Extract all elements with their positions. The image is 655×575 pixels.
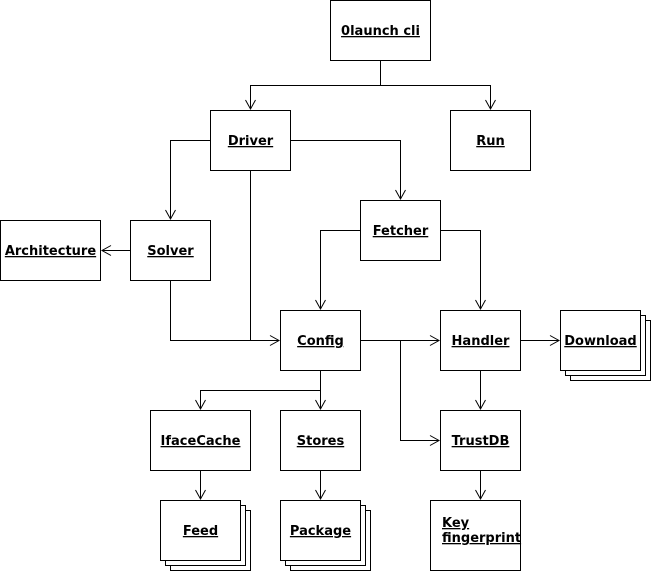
- edge-fetcher-config: [315, 230, 360, 311]
- edge-driver-fetcher: [290, 140, 406, 201]
- node-fetcher-box: [360, 200, 441, 261]
- edge-driver-solver: [165, 140, 210, 221]
- node-trustdb-label: TrustDB: [452, 434, 510, 449]
- node-launch-box: [330, 0, 431, 61]
- node-run-label: Run: [476, 134, 505, 149]
- connectors: [100, 60, 561, 501]
- node-package-label: Package: [290, 524, 351, 539]
- edge-solver-config: [170, 280, 281, 346]
- node-fetcher-label: Fetcher: [373, 224, 429, 239]
- node-handler-box: [440, 310, 521, 371]
- node-trustdb-box: [440, 410, 521, 471]
- node-config-box: [280, 310, 361, 371]
- edge-config-trustdb: [400, 340, 441, 446]
- edge-launch-run: [380, 85, 496, 111]
- node-solver-label: Solver: [147, 244, 194, 259]
- node-key-label-line1: Key: [442, 516, 470, 531]
- node-key-label-line2: fingerprint: [442, 531, 521, 546]
- node-architecture-label: Architecture: [5, 244, 97, 259]
- node-driver-label: Driver: [228, 134, 274, 149]
- node-stores-box: [280, 410, 361, 471]
- node-handler-label: Handler: [452, 334, 510, 349]
- node-package-box: [280, 500, 361, 561]
- node-run-box: [450, 110, 531, 171]
- node-download-box: [560, 310, 641, 371]
- node-stores-label: Stores: [297, 434, 345, 449]
- edge-config-ifacecache: [195, 370, 321, 411]
- node-solver-box: [130, 220, 211, 281]
- node-feed-box: [160, 500, 241, 561]
- node-config-label: Config: [297, 334, 344, 349]
- node-ifacecache-box: [150, 410, 251, 471]
- node-feed-label: Feed: [183, 524, 218, 539]
- node-launch-label: 0launch cli: [341, 24, 420, 39]
- edge-fetcher-handler: [440, 230, 486, 311]
- node-architecture-box: [0, 220, 101, 281]
- node-driver-box: [210, 110, 291, 171]
- node-key-box: [430, 500, 521, 571]
- edge-launch-driver: [245, 60, 381, 111]
- node-ifacecache-label: IfaceCache: [161, 434, 241, 449]
- node-download-label: Download: [564, 334, 636, 349]
